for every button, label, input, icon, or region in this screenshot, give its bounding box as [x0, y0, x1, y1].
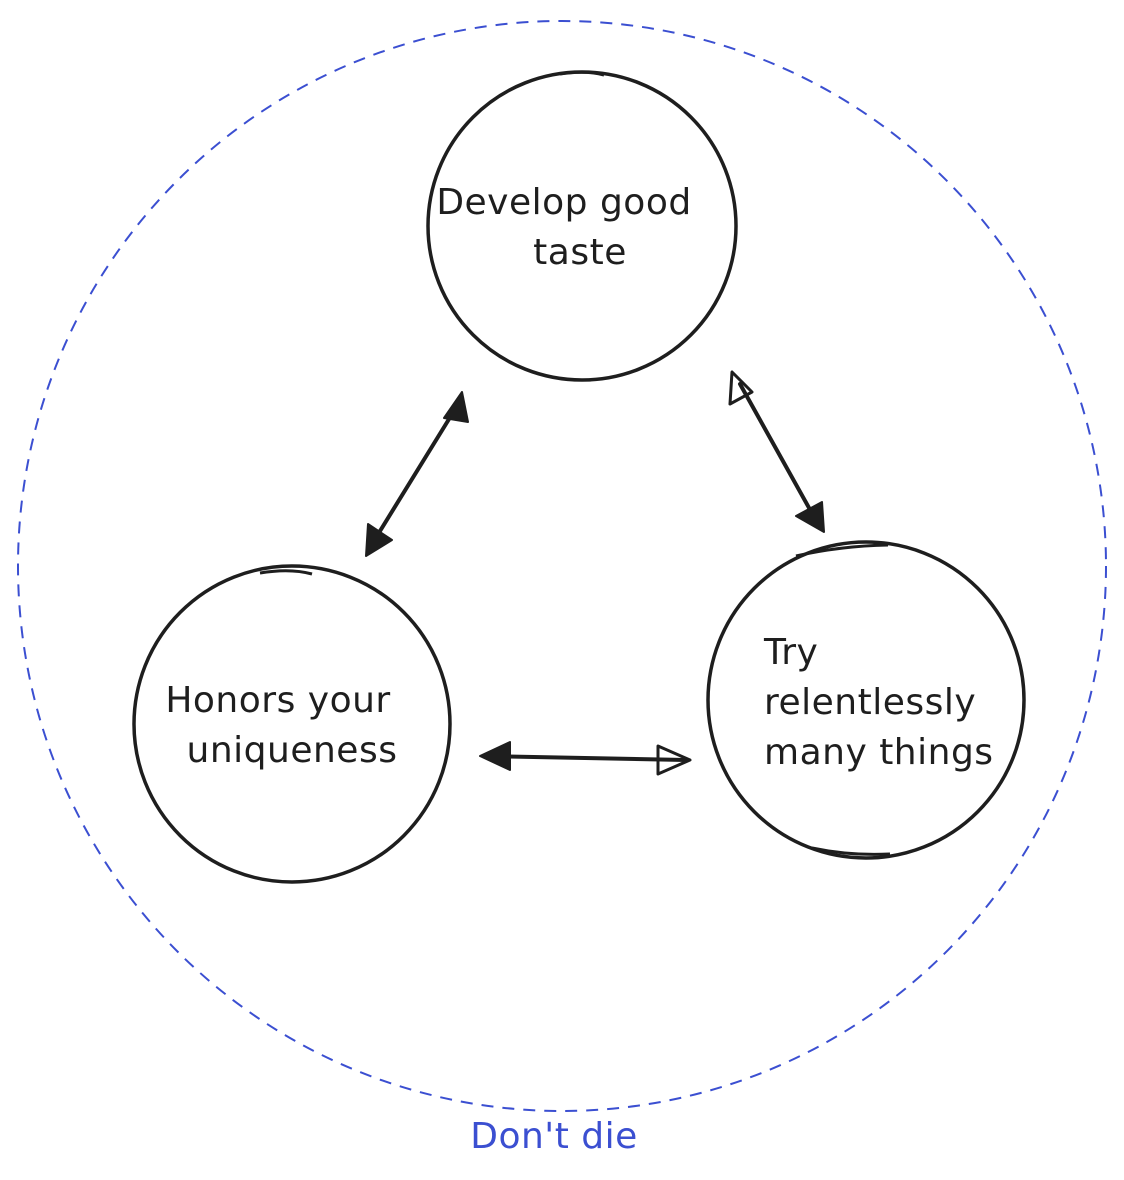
outer-boundary-circle — [17, 20, 1107, 1112]
node-label: Develop good taste — [436, 182, 703, 273]
arrowhead-icon — [365, 523, 393, 557]
node-label-line: many things — [764, 732, 994, 773]
node-try-relentlessly[interactable]: Try relentlessly many things — [706, 540, 1026, 860]
node-label-line: relentlessly — [764, 682, 976, 723]
arrowhead-icon — [443, 391, 469, 423]
node-label-line: Try — [763, 632, 818, 673]
sketch-stroke — [559, 70, 605, 77]
arrowhead-icon — [795, 501, 825, 533]
node-label: Try relentlessly many things — [763, 632, 994, 773]
node-label-line: Honors your — [165, 680, 390, 721]
node-label: Honors your uniqueness — [165, 680, 402, 771]
node-label-line: taste — [533, 232, 627, 273]
arrowhead-icon — [728, 370, 754, 406]
node-circle — [426, 70, 738, 382]
outer-boundary-label: Don't die — [470, 1116, 638, 1157]
sketch-stroke — [811, 846, 891, 856]
node-circle — [706, 540, 1026, 860]
arrowhead-icon — [656, 744, 692, 776]
node-circle — [132, 564, 452, 884]
arrow-taste-try[interactable] — [728, 370, 825, 533]
sketch-stroke — [259, 569, 313, 576]
arrow-taste-uniqueness[interactable] — [365, 391, 469, 557]
node-honors-your-uniqueness[interactable]: Honors your uniqueness — [132, 564, 452, 884]
node-label-line: uniqueness — [187, 730, 398, 771]
sketch-stroke — [795, 543, 889, 558]
arrowhead-icon — [479, 741, 511, 771]
arrow-uniqueness-try[interactable] — [479, 741, 692, 776]
node-develop-good-taste[interactable]: Develop good taste — [426, 70, 738, 382]
node-label-line: Develop good — [436, 182, 691, 223]
